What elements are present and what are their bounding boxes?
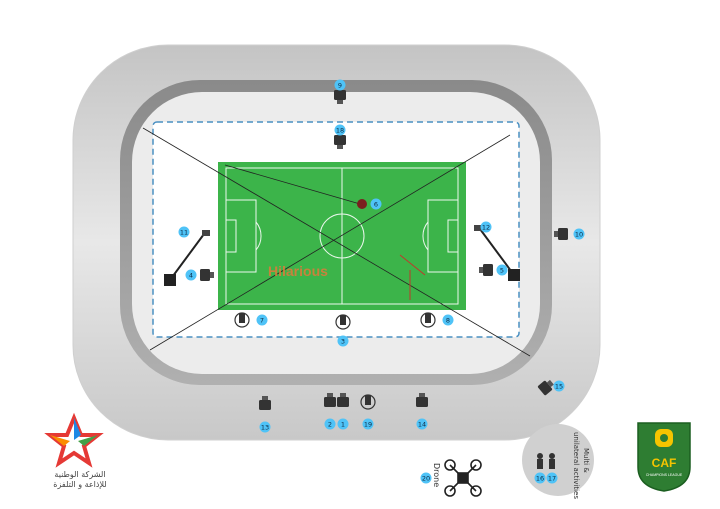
camera-icon [334,90,346,104]
camera-icon [416,393,428,407]
broadcaster-logo-icon [44,412,104,468]
camera-number: 2 [328,420,332,428]
camera-icon [337,393,349,407]
camera-marker-1: 1 [337,393,349,430]
camera-icon [259,396,271,410]
drone-icon [444,459,482,497]
camera-marker-5: 5 [479,264,508,276]
camera-badge [185,269,197,281]
broadcaster-name-line-2: للإذاعة و التلفزة [53,480,107,489]
camera-number: 17 [548,474,556,482]
multi-activities-label-2: unilateral activities [572,432,580,499]
camera-badge [178,226,190,238]
multi-activities-label-1: Multi & [582,448,590,473]
caf-logo-subtext: CHAMPIONS LEAGUE [646,473,683,477]
camera-badge [546,472,558,484]
camera-badge [334,79,346,91]
watermark-text: Hilarious [268,263,328,279]
broadcaster-name-line-1: الشركة الوطنية [54,470,106,479]
camera-marker-3: 3 [335,314,351,347]
camera-marker-12: 12 [474,221,520,281]
camera-marker-20: 20 [420,472,432,484]
camera-marker-4: 4 [185,269,214,281]
camera-marker-6: 6 [357,198,382,210]
camera-icon [324,393,336,407]
camera-badge [337,335,349,347]
camera-number: 20 [422,474,430,482]
tripod-camera-icon [335,314,351,330]
camera-badge [496,264,508,276]
tripod-camera-icon [420,312,436,328]
camera-number: 10 [575,230,583,238]
camera-number: 18 [336,126,344,134]
camera-number: 3 [341,337,345,345]
camera-badge [534,472,546,484]
camera-number: 8 [446,316,450,324]
camera-badge [259,421,271,433]
broadcaster-name: الشركة الوطنية للإذاعة و التلفزة [25,470,135,490]
camera-marker-13: 13 [259,396,271,433]
spidercam-icon [357,199,367,209]
camera-icon [554,228,568,240]
camera-badge [416,418,428,430]
camera-marker-8: 8 [420,312,454,328]
person-icon [549,453,555,469]
camera-marker-17: 17 [546,453,558,484]
camera-icon [200,269,214,281]
red-markings [399,254,426,300]
caf-logo-text: CAF [652,456,677,470]
camera-number: 11 [180,228,188,236]
camera-number: 14 [418,420,426,428]
camera-badge [573,228,585,240]
camera-icon [479,264,493,276]
camera-icon [334,135,346,149]
camera-marker-7: 7 [234,312,268,328]
camera-marker-9: 9 [334,79,346,104]
camera-badge [420,472,432,484]
camera-badge [442,314,454,326]
crane-camera-icon [474,225,520,281]
camera-number: 12 [482,223,490,231]
camera-badge [362,418,374,430]
camera-marker-19: 19 [360,394,376,430]
camera-icon [537,379,554,396]
camera-badge [337,418,349,430]
camera-marker-10: 10 [554,228,585,240]
camera-badge [553,380,565,392]
camera-number: 7 [260,316,264,324]
person-icon [537,453,543,469]
camera-number: 1 [341,420,345,428]
camera-number: 19 [364,420,372,428]
camera-marker-2: 2 [324,393,336,430]
camera-number: 15 [555,382,563,390]
camera-number: 16 [536,474,544,482]
pitch-markings [225,167,459,305]
camera-marker-11: 11 [164,226,210,286]
camera-badge [480,221,492,233]
tripod-camera-icon [360,394,376,410]
camera-marker-15: 15 [537,379,565,396]
camera-number: 6 [374,200,378,208]
camera-number: 5 [500,266,504,274]
camera-number: 9 [338,81,342,89]
camera-sight-lines [142,127,531,357]
crane-camera-icon [164,230,210,286]
camera-marker-16: 16 [534,453,546,484]
camera-number: 4 [189,271,193,279]
camera-badge [334,124,346,136]
drone-label: Drone [432,463,441,487]
camera-badge [370,198,382,210]
camera-badge [256,314,268,326]
camera-marker-18: 18 [334,124,346,149]
tripod-camera-icon [234,312,250,328]
caf-logo: CAF CHAMPIONS LEAGUE [637,422,691,492]
camera-number: 13 [261,423,269,431]
camera-badge [324,418,336,430]
camera-marker-14: 14 [416,393,428,430]
